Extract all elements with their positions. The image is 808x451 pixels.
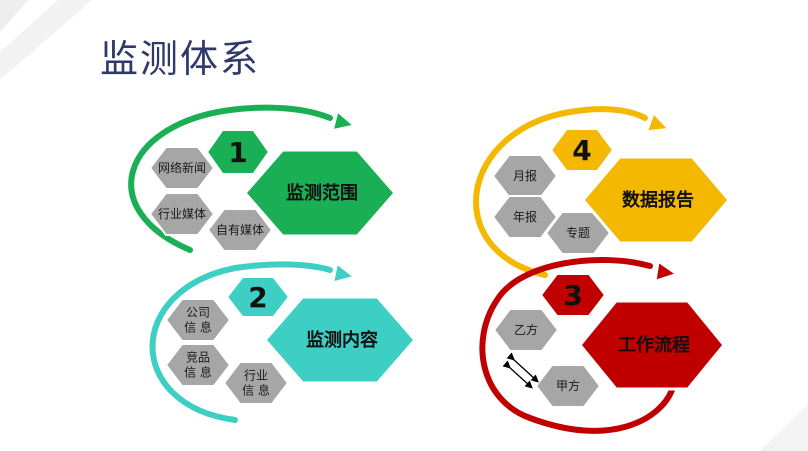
data-report-number-hex [549,128,615,172]
workflow-main-label: 工作流程 [618,334,690,356]
monitor-scope-item: 自有媒体 [206,208,274,252]
data-report-arrowhead-icon [648,115,667,131]
monitor-content-item-label: 竞品 [186,351,210,365]
monitor-scope-item-label: 自有媒体 [216,223,264,237]
monitor-scope-item: 行业媒体 [148,192,216,236]
monitor-scope-cycle-arrow [128,104,333,253]
monitor-scope-arrowhead-icon [334,113,352,129]
data-report-cycle-arrow [473,106,648,278]
workflow-double-arrow-icon [502,360,533,389]
monitor-content-number: 2 [248,281,267,314]
monitor-scope-item: 网络新闻 [148,146,216,190]
data-report-item-label: 年报 [513,209,537,224]
workflow-double-arrow-icon [506,352,539,383]
monitor-content-number-hex [225,276,291,318]
monitor-scope-main-label: 监测范围 [286,182,358,204]
workflow-number: 3 [563,279,582,312]
monitor-content-main-label: 监测内容 [306,329,378,351]
workflow-arrowhead-icon [656,263,674,280]
data-report-main-label: 数据报告 [622,189,694,211]
data-report-item-label: 月报 [513,168,537,183]
monitor-content-item-label: 信 息 [184,365,212,380]
workflow-item-label: 乙方 [514,322,538,337]
monitor-content-item-label: 公司 [186,306,210,320]
monitor-content-item: 公司信 息 [164,298,232,342]
workflow-number-hex [539,273,607,317]
data-report-main-hex [581,155,731,245]
workflow-item-label: 甲方 [556,378,580,393]
data-report-item: 专题 [544,211,612,255]
monitor-content-item-label: 行业 [244,369,268,383]
workflow-cycle-arrow [479,256,675,434]
monitor-scope-number-hex [205,129,271,175]
page-title: 监测体系 [100,37,261,81]
monitor-scope-number: 1 [228,136,247,169]
monitor-content-item-label: 信 息 [242,383,270,398]
workflow-main-hex [578,299,726,391]
data-report-item-label: 专题 [566,225,590,240]
data-report-item: 月报 [491,154,559,198]
monitor-content-item: 行业信 息 [222,361,290,405]
data-report-number: 4 [572,134,591,167]
monitor-scope-item-label: 网络新闻 [158,160,206,175]
monitor-content-arrowhead-icon [334,265,352,282]
workflow-item: 甲方 [534,364,602,408]
monitor-content-item-label: 信 息 [184,320,212,335]
workflow-item: 乙方 [492,308,560,352]
group-monitor-content: 公司信 息竞品信 息行业信 息2监测内容 [149,261,417,423]
monitor-scope-item-label: 行业媒体 [158,207,206,221]
monitor-content-cycle-arrow [149,261,333,423]
monitor-scope-main-hex [243,148,397,238]
monitor-content-item: 竞品信 息 [164,343,232,387]
monitor-content-main-hex [263,295,417,385]
